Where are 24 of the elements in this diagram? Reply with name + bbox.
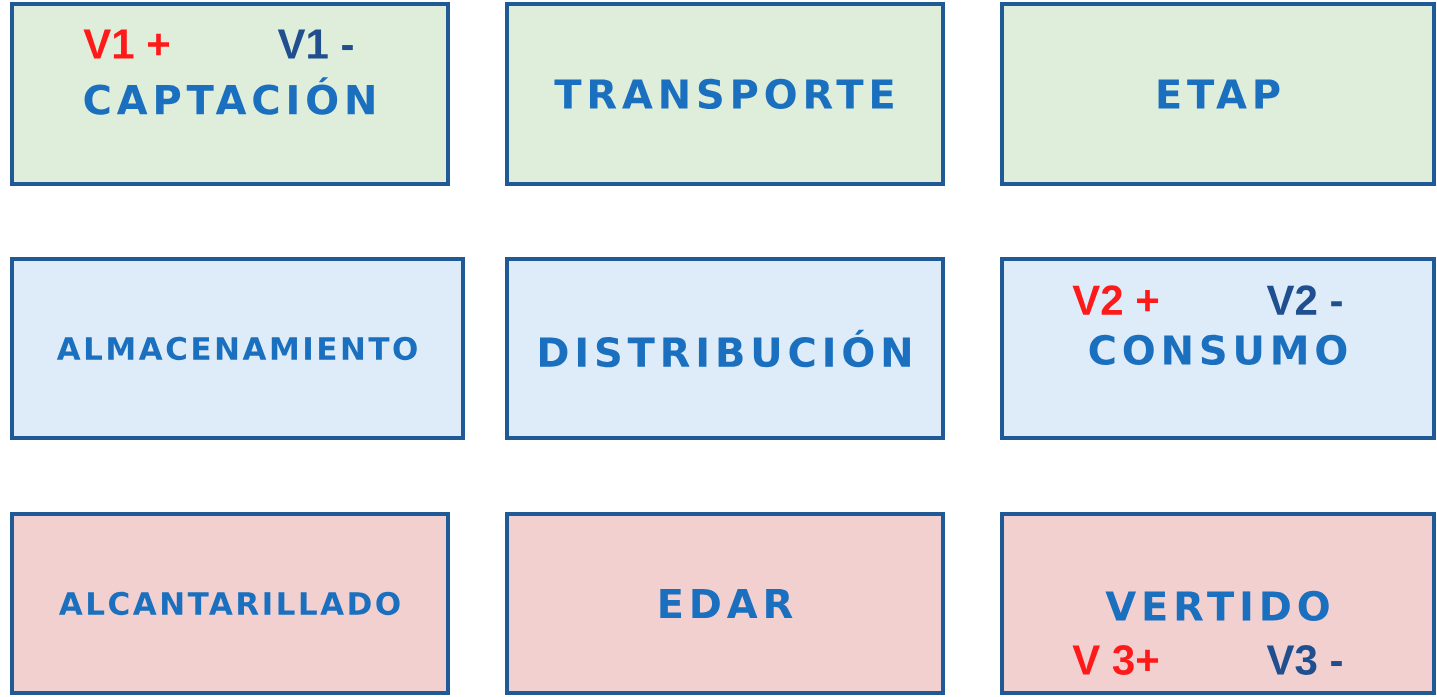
variable-label: V1 -	[277, 29, 353, 59]
process-box	[505, 2, 945, 186]
box-label: VERTIDO	[1105, 590, 1329, 622]
box-label: CONSUMO	[1089, 334, 1347, 366]
process-box	[1000, 2, 1436, 186]
variable-label: V3 -	[1266, 645, 1342, 675]
box-label: EDAR	[660, 588, 793, 619]
variable-label: V2 -	[1266, 285, 1342, 315]
box-label: ALMACENAMIENTO	[56, 336, 417, 361]
process-box	[10, 257, 465, 440]
variable-label: V1 +	[83, 29, 170, 59]
process-box	[1000, 257, 1436, 440]
variable-label: V2 +	[1072, 285, 1159, 315]
box-label: ALCANTARILLADO	[58, 591, 400, 616]
process-box	[10, 512, 450, 695]
box-label: DISTRIBUCIÓN	[540, 329, 910, 368]
process-box	[505, 257, 945, 440]
box-label: ETAP	[1158, 79, 1280, 109]
process-box	[10, 2, 450, 186]
process-box	[1000, 512, 1436, 695]
box-label: TRANSPORTE	[554, 78, 893, 110]
variable-label: V 3+	[1072, 645, 1159, 675]
process-box	[505, 512, 945, 695]
box-label: CAPTACIÓN	[84, 77, 374, 115]
